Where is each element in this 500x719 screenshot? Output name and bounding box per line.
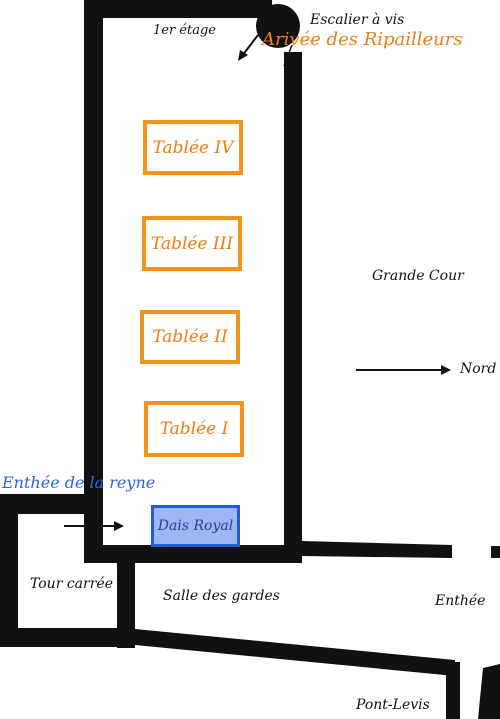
table-ii-label: Tablée II bbox=[152, 327, 228, 347]
entry-label: Enthée bbox=[435, 593, 486, 609]
arrival-arrow-head bbox=[238, 50, 248, 61]
royal-dais-label: Dais Royal bbox=[157, 518, 234, 534]
grand-court-label: Grande Cour bbox=[372, 268, 464, 284]
table-i[interactable]: Tablée I bbox=[144, 401, 244, 457]
table-ii[interactable]: Tablée II bbox=[140, 310, 240, 364]
north-label: Nord bbox=[460, 361, 497, 377]
tower-south-wall bbox=[0, 628, 135, 647]
north-arrow-head bbox=[441, 365, 451, 375]
royal-dais[interactable]: Dais Royal bbox=[151, 505, 240, 547]
table-i-label: Tablée I bbox=[159, 419, 229, 439]
arrival-label: Arivée des Ripailleurs bbox=[262, 29, 463, 50]
hall-north-wall bbox=[84, 0, 272, 18]
hall-south-wall bbox=[84, 545, 302, 563]
table-iv[interactable]: Tablée IV bbox=[143, 120, 243, 175]
courtyard-wall-end bbox=[491, 546, 500, 558]
staircase-tower bbox=[256, 4, 300, 48]
staircase-label: Escalier à vis bbox=[310, 12, 405, 28]
table-iv-label: Tablée IV bbox=[152, 137, 234, 158]
guard-room-label: Salle des gardes bbox=[163, 588, 280, 604]
tower-east-wall bbox=[117, 563, 135, 648]
queen-entry-label: Enthée de la reyne bbox=[2, 473, 156, 492]
hall-west-wall bbox=[84, 0, 103, 563]
gate-pillar-west bbox=[446, 662, 460, 719]
tower-label: Tour carrée bbox=[30, 576, 113, 592]
arrival-arrow-line bbox=[241, 34, 259, 57]
gate-pillar-east bbox=[478, 664, 500, 719]
hall-east-wall bbox=[284, 52, 302, 563]
table-iii[interactable]: Tablée III bbox=[142, 216, 242, 271]
courtyard-wall bbox=[302, 541, 452, 558]
table-iii-label: Tablée III bbox=[150, 233, 234, 254]
south-rampart bbox=[135, 629, 455, 676]
drawbridge-label: Pont-Levis bbox=[356, 697, 430, 713]
tower-west-wall bbox=[0, 494, 18, 647]
floor-label: 1er étage bbox=[153, 23, 216, 38]
stair-pointer bbox=[283, 44, 293, 67]
queen-entry-wall-top bbox=[0, 494, 84, 514]
queen-entry-arrow-head bbox=[114, 521, 124, 531]
